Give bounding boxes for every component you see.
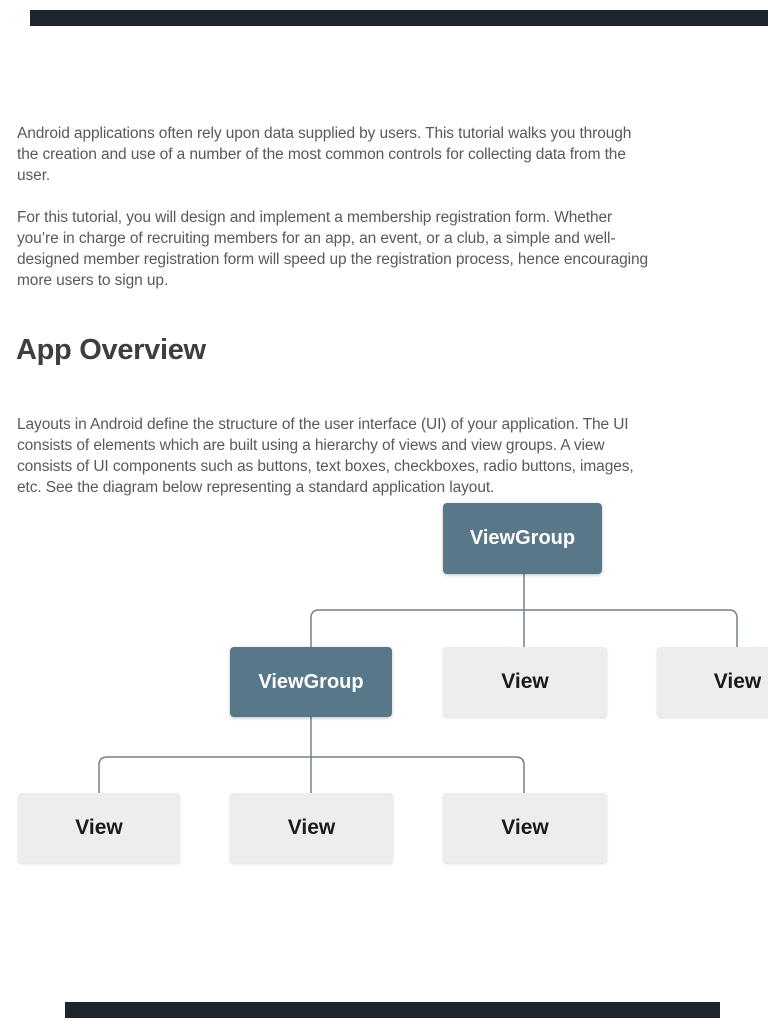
paragraph-line: For this tutorial, you will design and i… (17, 208, 613, 226)
diagram-node-view: View (230, 793, 393, 863)
diagram-node-view: View (18, 793, 180, 863)
paragraph-line: the creation and use of a number of the … (17, 145, 626, 163)
diagram-node-view: View (443, 793, 607, 863)
paragraph-line: etc. See the diagram below representing … (17, 478, 495, 496)
bottom-chrome-bar (65, 1002, 720, 1018)
diagram-node-view: View (657, 647, 768, 717)
paragraph-layouts: Layouts in Android define the structure … (17, 414, 757, 498)
paragraph-line: user. (17, 166, 51, 184)
diagram-node-viewgroup-child: ViewGroup (230, 647, 392, 717)
paragraph-line: Android applications often rely upon dat… (17, 124, 632, 142)
top-chrome-bar (30, 10, 768, 26)
paragraph-line: Layouts in Android define the structure … (17, 415, 629, 433)
diagram-node-viewgroup-root: ViewGroup (443, 503, 602, 574)
paragraph-tutorial: For this tutorial, you will design and i… (17, 207, 757, 291)
paragraph-intro: Android applications often rely upon dat… (17, 123, 757, 186)
paragraph-line: consists of UI components such as button… (17, 457, 634, 475)
paragraph-line: you’re in charge of recruiting members f… (17, 229, 616, 247)
diagram-node-view: View (443, 647, 607, 717)
paragraph-line: more users to sign up. (17, 271, 169, 289)
paragraph-line: consists of elements which are built usi… (17, 436, 605, 454)
paragraph-line: designed member registration form will s… (17, 250, 649, 268)
page-title: App Overview (16, 334, 206, 366)
